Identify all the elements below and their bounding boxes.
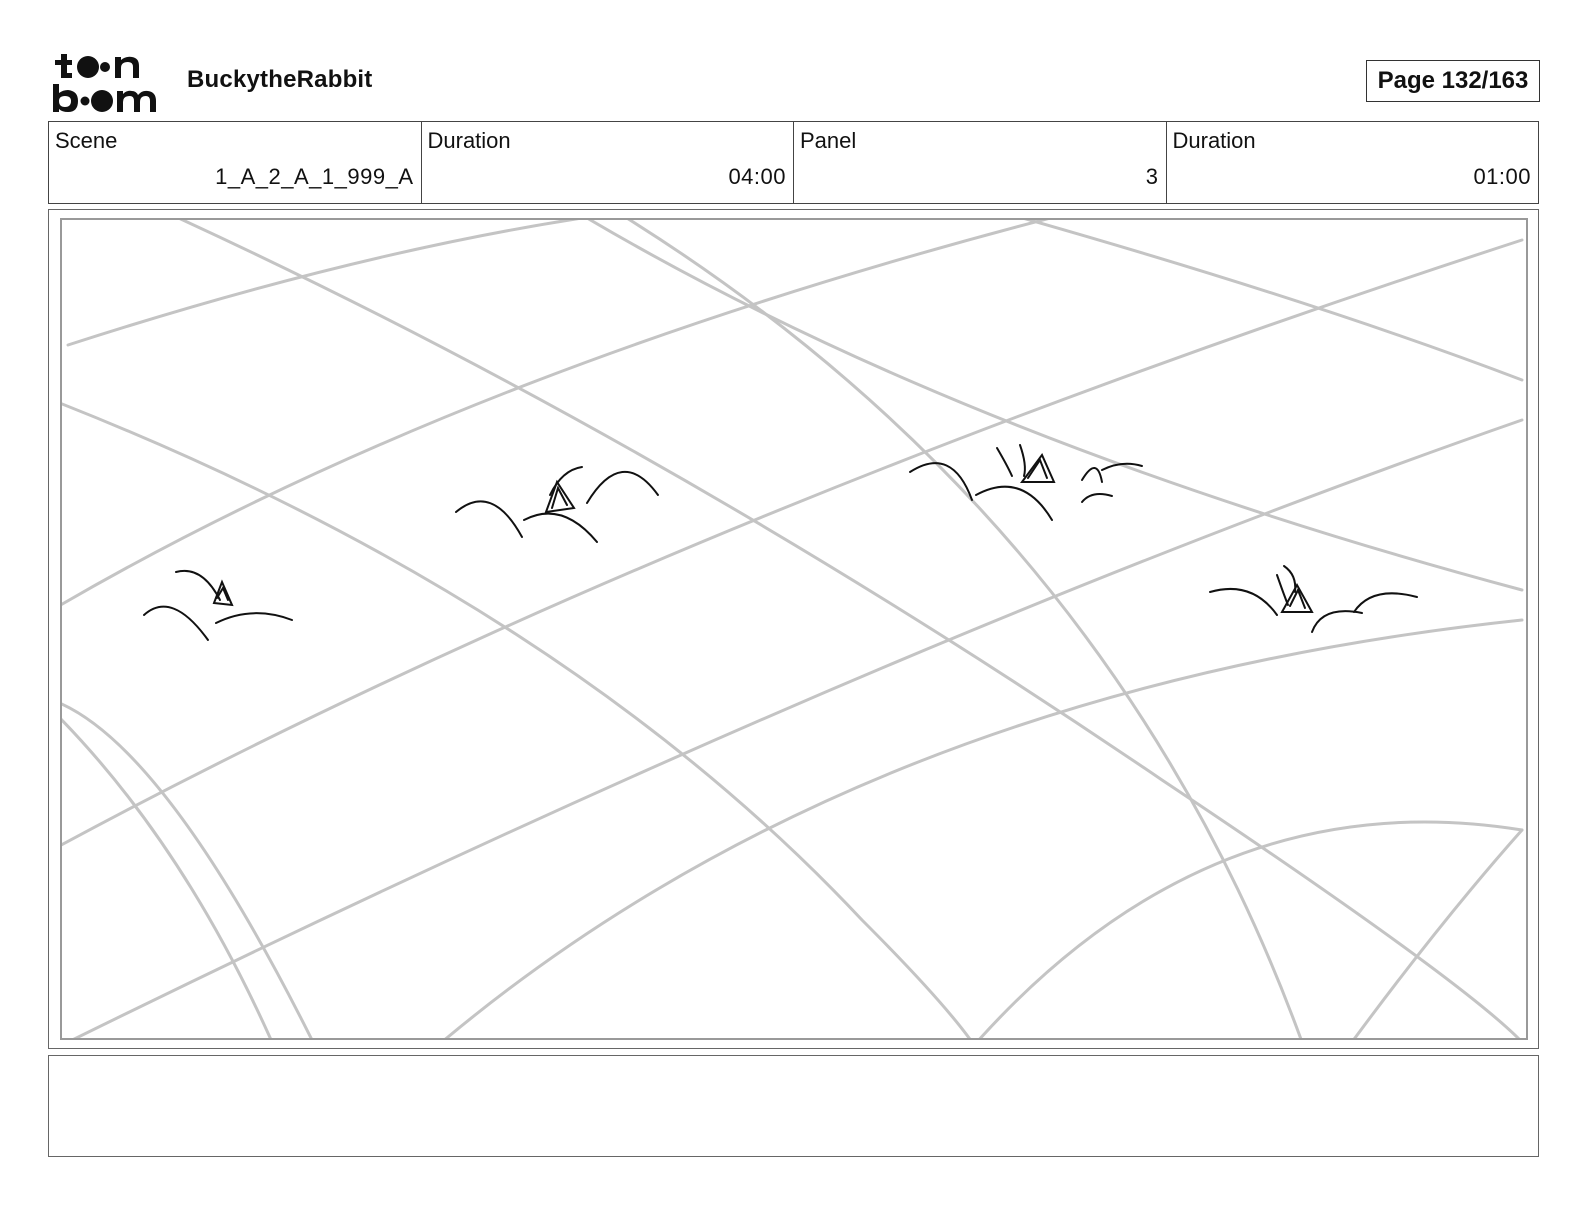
sketch-drawing [62,220,1524,1038]
panel-duration-cell: Duration 01:00 [1167,122,1539,203]
panel-notes-box [48,1055,1539,1157]
scene-duration-label: Duration [427,128,511,153]
panel-duration-value: 01:00 [1473,164,1531,189]
project-title: BuckytheRabbit [187,66,373,93]
scene-duration-value: 04:00 [728,164,786,189]
panel-drawing-area [60,218,1528,1040]
scene-duration-cell: Duration 04:00 [422,122,794,203]
panel-value: 3 [1145,164,1159,189]
scene-cell: Scene 1_A_2_A_1_999_A [49,122,422,203]
toonboom-logo [50,50,166,114]
scene-label: Scene [55,128,118,153]
scene-value: 1_A_2_A_1_999_A [215,164,414,189]
info-table: Scene 1_A_2_A_1_999_A Duration 04:00 Pan… [48,121,1539,204]
page-number: Page 132/163 [1366,60,1540,102]
panel-label: Panel [800,128,857,153]
panel-cell: Panel 3 [794,122,1167,203]
storyboard-panel [48,209,1539,1049]
panel-duration-label: Duration [1172,128,1256,153]
